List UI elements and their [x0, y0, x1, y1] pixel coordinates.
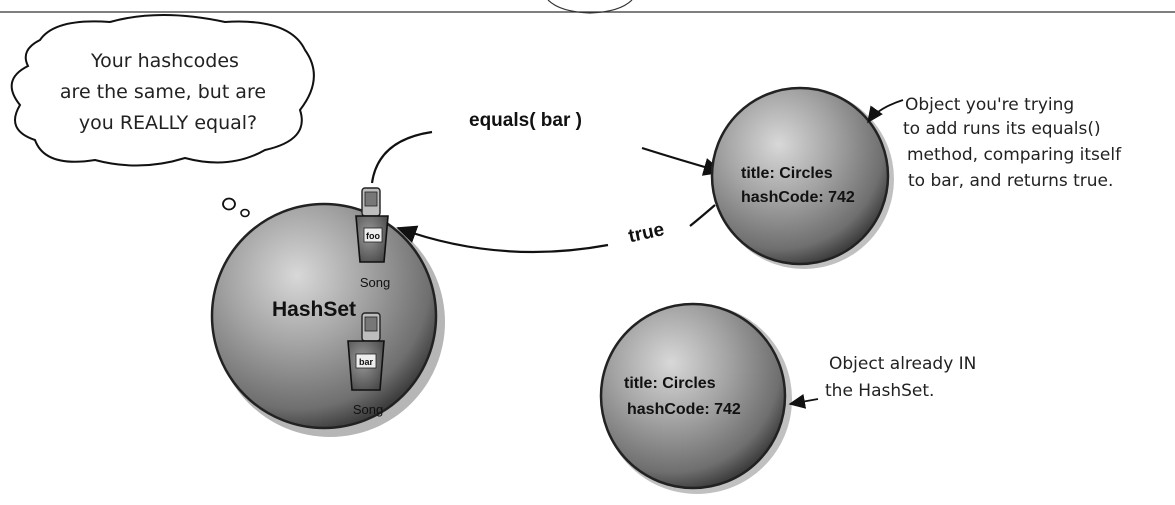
equals-call-arrow [370, 130, 433, 184]
return-arrow [689, 204, 716, 227]
equals-target-arrow [641, 146, 724, 176]
svg-text:Object you're trying to ad: Object you're trying to add runs its equ… [903, 95, 1126, 191]
new-object-note-pointer [867, 99, 904, 124]
thought-line-2: are the same, but are [60, 81, 266, 103]
new-object-note-3: method, comparing itself [907, 145, 1122, 165]
new-object-note-4: to bar, and returns true. [908, 171, 1113, 191]
new-object-hashcode: hashCode: 742 [741, 189, 855, 206]
song-tag-bar: bar [359, 357, 374, 367]
song-item-foo: foo Song [355, 187, 390, 290]
existing-object-title: title: Circles [624, 375, 716, 392]
new-object-note-2: to add runs its equals() [903, 119, 1101, 139]
thought-dot-small [240, 208, 250, 218]
new-object-title: title: Circles [741, 165, 833, 182]
new-object-note-1: Object you're trying [905, 95, 1074, 115]
song-item-bar: bar Song [347, 312, 385, 417]
return-label: true [627, 219, 666, 247]
svg-text:Your hashcodes are the s: Your hashcodes are the same, but are you… [60, 50, 272, 134]
existing-object-note-pointer [788, 393, 819, 409]
svg-text:Object already IN the Hash: Object already IN the HashSet. [825, 354, 982, 401]
song-caption-bar: Song [353, 402, 383, 417]
thought-dot-large [222, 197, 236, 211]
hashset-sphere: HashSet [210, 202, 445, 437]
song-tag-foo: foo [366, 231, 380, 241]
thought-line-1: Your hashcodes [90, 50, 239, 72]
thought-bubble: Your hashcodes are the same, but are you… [10, 14, 315, 167]
top-tab-curve [547, 0, 633, 14]
existing-object-note-1: Object already IN [829, 354, 976, 374]
existing-object-hashcode: hashCode: 742 [627, 401, 741, 418]
existing-object-note-2: the HashSet. [825, 381, 934, 401]
song-caption-foo: Song [360, 275, 390, 290]
thought-line-3: you REALLY equal? [79, 112, 257, 134]
existing-object-sphere: title: Circles hashCode: 742 [599, 302, 792, 494]
hashset-label: HashSet [272, 298, 356, 321]
return-arrow-main [396, 225, 609, 254]
equals-call-label: equals( bar ) [469, 110, 582, 131]
new-object-sphere: title: Circles hashCode: 742 [710, 86, 894, 269]
